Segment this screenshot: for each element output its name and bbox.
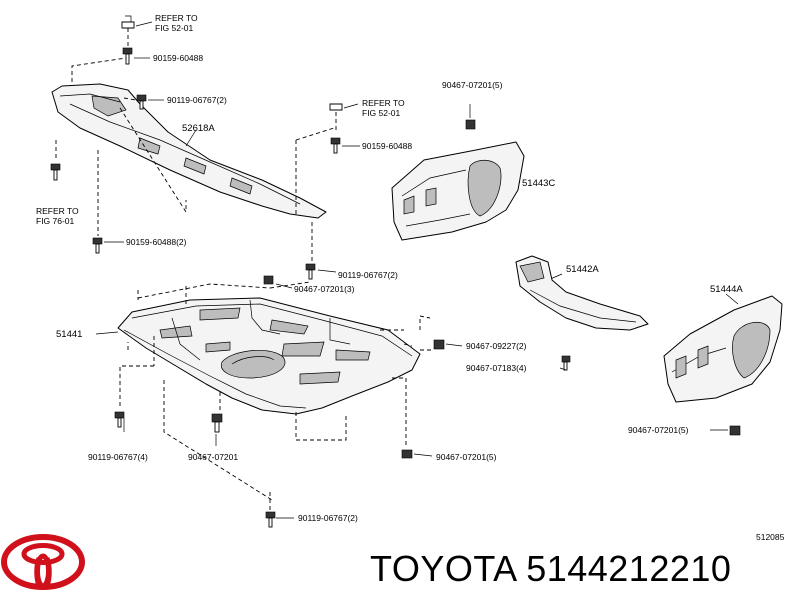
diagram-code: 512085 [756,532,785,542]
fastener-label: 90119-06767(2) [167,95,227,105]
refer-label: FIG 52-01 [362,108,401,118]
part-label: 51442A [566,264,599,275]
bolt-icon [122,47,133,65]
part-52618a-shape [51,83,327,219]
bolt-icon [136,94,147,110]
nut-icon [401,449,413,459]
bolt-icon [50,163,61,181]
fastener-label: 90467-07201(5) [442,80,503,90]
fastener-label: 90467-07201(5) [628,425,689,435]
fastener-label: 90159-60488 [362,141,412,151]
nut-icon [211,413,223,433]
refer-label: FIG 76-01 [36,216,75,226]
fastener-label: 90467-07201(3) [294,284,355,294]
part-label: 52618A [182,123,215,134]
fastener-label: 90467-09227(2) [466,341,527,351]
part-51443c-shape [391,141,525,241]
clip-icon [121,15,135,29]
part-51442a-shape [515,255,649,331]
bolt-icon [265,511,276,528]
toyota-logo-icon [1,534,85,590]
bolt-icon [330,137,341,154]
refer-label: REFER TO [36,206,79,216]
fastener-label: 90159-60488(2) [126,237,187,247]
nut-icon [465,119,476,130]
bolt-icon [305,263,316,280]
fastener-label: 90467-07201 [188,452,238,462]
part-label: 51443C [522,178,555,189]
refer-label: FIG 52-01 [155,23,194,33]
part-51441-shape [117,297,421,415]
part-51444a-shape [663,295,783,403]
fastener-label: 90467-07183(4) [466,363,527,373]
bolt-icon [114,411,125,428]
part-label: 51441 [56,329,82,340]
brand-part-number: TOYOTA 5144212210 [370,548,732,589]
fastener-label: 90159-60488 [153,53,203,63]
bolt-icon [561,355,571,371]
nut-icon [433,339,445,350]
fastener-label: 90119-06767(2) [338,270,398,280]
fastener-label: 90467-07201(5) [436,452,497,462]
fastener-label: 90119-06767(2) [298,513,358,523]
nut-icon [263,275,274,285]
clip-icon [329,103,343,111]
refer-label: REFER TO [155,13,198,23]
bolt-icon [92,237,103,254]
part-label: 51444A [710,284,743,295]
refer-label: REFER TO [362,98,405,108]
fastener-label: 90119-06767(4) [88,452,148,462]
nut-icon [729,425,741,436]
